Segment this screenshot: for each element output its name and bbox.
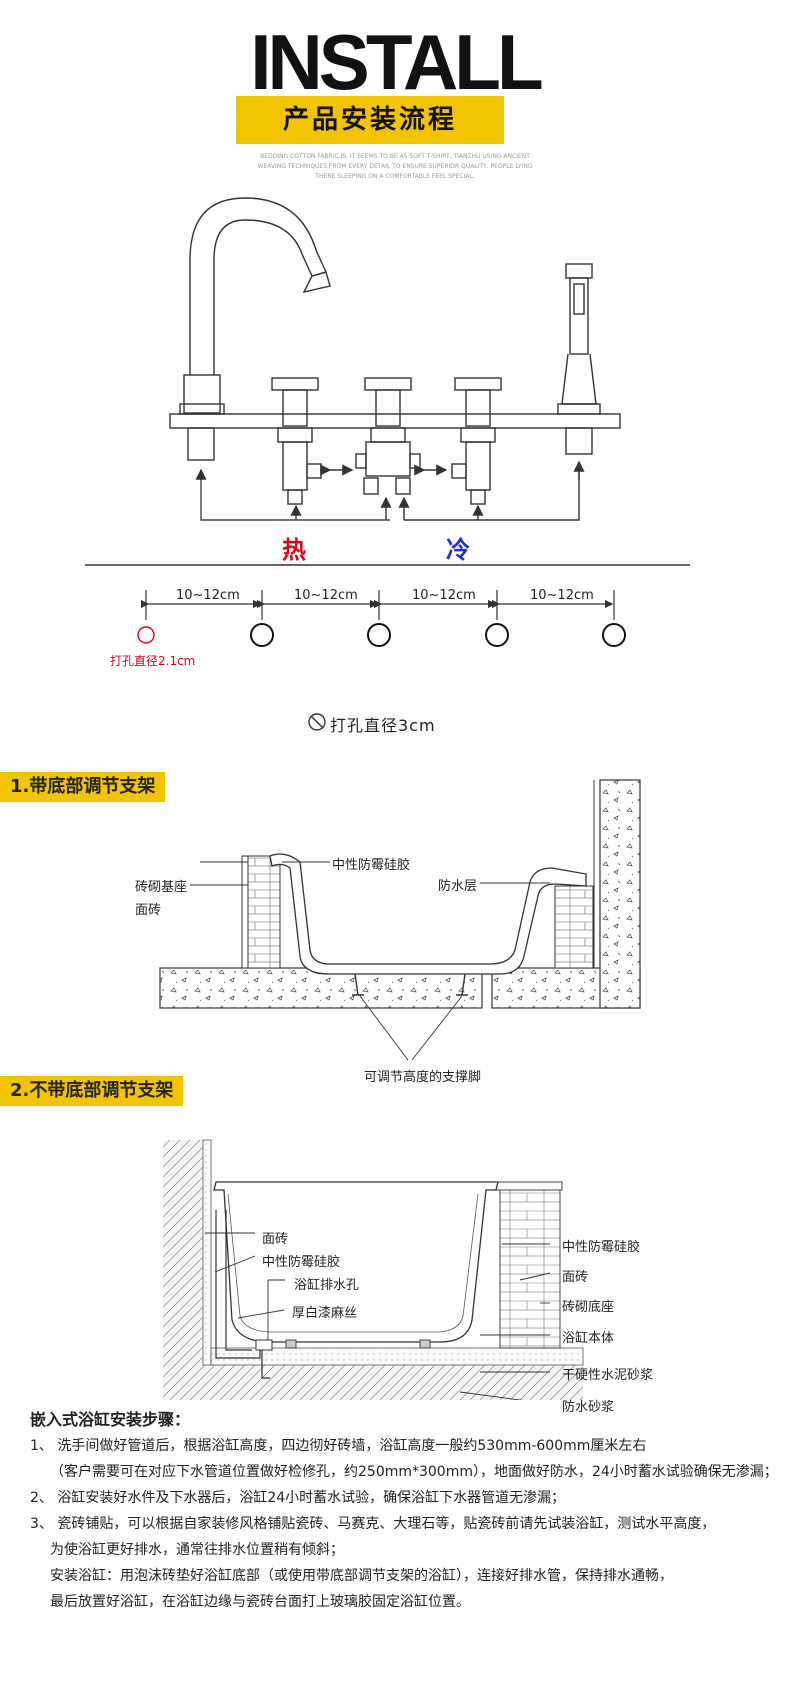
step-line: （客户需要可在对应下水管道位置做好检修孔，约250mm*300mm），地面做好防… [50, 1464, 778, 1480]
hole-diameter-note: 打孔直径3cm [330, 716, 436, 735]
hole-icon [250, 623, 274, 647]
fine-print-line: BEDDING COTTON FABRIC IS, IT SEEMS TO BE… [260, 153, 530, 160]
label-waterproof: 防水层 [438, 879, 478, 894]
hole-icon [602, 623, 626, 647]
step-line: 为使浴缸更好排水，通常往排水位置稍有倾斜； [50, 1542, 344, 1558]
spacing-label: 10~12cm [412, 588, 476, 603]
wall [599, 779, 641, 1009]
hole-spacing-diagram [85, 564, 690, 647]
label-brick-base: 砖砌底座 [562, 1300, 615, 1315]
label-support-feet: 可调节高度的支撑脚 [364, 1070, 482, 1085]
label-silicone-left: 中性防霉硅胶 [262, 1255, 341, 1270]
spout-icon [179, 197, 331, 461]
support-foot [352, 973, 364, 996]
step-line: 安装浴缸：用泡沫砖垫好浴缸底部（或使用带底部调节支架的浴缸），连接好排水管，保持… [50, 1568, 673, 1584]
label-tub-body: 浴缸本体 [562, 1331, 615, 1346]
floor-slab [159, 967, 483, 1009]
tub-without-support-diagram [163, 1139, 584, 1400]
steps-title: 嵌入式浴缸安装步骤： [30, 1410, 191, 1429]
step-line: 2、 浴缸安装好水件及下水器后，浴缸24小时蓄水试验，确保浴缸下水器管道无渗漏； [30, 1490, 566, 1506]
brick-base [247, 855, 281, 969]
label-hemp: 厚白漆麻丝 [292, 1306, 358, 1321]
label-mortar: 干硬性水泥砂浆 [562, 1368, 654, 1383]
hole-icon [367, 623, 391, 647]
label-tile-top: 面砖 [262, 1232, 289, 1247]
fine-print-line: WEAVING TECHNIQUES FROM EVERY DETAIL TO … [257, 163, 533, 170]
step-line: 1、 洗手间做好管道后，根据浴缸高度，四边彻好砖墙，浴缸高度一般约530mm-6… [30, 1438, 647, 1454]
label-brick-base: 砖砌基座 [135, 880, 188, 895]
spacing-label: 10~12cm [530, 588, 594, 603]
fine-print-line: THERE SLEEPING ON A COMFORTABLE FEEL SPE… [315, 173, 475, 180]
mixer-valve-icon [355, 377, 421, 495]
drain-hole [255, 1339, 273, 1351]
cold-valve-icon [451, 377, 502, 505]
step-line: 3、 瓷砖铺贴，可以根据自家装修风格铺贴瓷砖、马赛克、大理石等，贴瓷砖前请先试装… [30, 1516, 716, 1532]
bathtub-body [269, 853, 587, 975]
faucet-set-diagram [169, 197, 621, 521]
support-foot [456, 973, 468, 996]
step-line: 最后放置好浴缸，在浴缸边缘与瓷砖台面打上玻璃胶固定浴缸位置。 [50, 1594, 470, 1610]
floor [163, 1365, 583, 1400]
spacing-label: 10~12cm [294, 588, 358, 603]
subtitle-banner: 产品安装流程 [236, 96, 504, 144]
label-waterproof-mortar: 防水砂浆 [562, 1400, 615, 1415]
hole-diameter-icon [308, 713, 326, 731]
tub-with-support-diagram [159, 779, 641, 1061]
hand-shower-icon [557, 263, 601, 455]
label-tile-right: 面砖 [562, 1270, 589, 1285]
fine-print: BEDDING COTTON FABRIC IS, IT SEEMS TO BE… [180, 152, 610, 182]
mortar-bed [210, 1347, 584, 1366]
hot-valve-icon [271, 377, 322, 505]
bathtub-body [213, 1181, 499, 1343]
small-hole-icon [137, 626, 155, 644]
label-drain-hole: 浴缸排水孔 [294, 1278, 360, 1293]
section1-title: 1.带底部调节支架 [0, 772, 166, 802]
label-silicone: 中性防霉硅胶 [332, 858, 411, 873]
hot-label: 热 [282, 536, 306, 564]
small-hole-note: 打孔直径2.1cm [110, 654, 196, 668]
hole-icon [485, 623, 509, 647]
wall [163, 1140, 203, 1400]
spacing-label: 10~12cm [176, 588, 240, 603]
brick-base [554, 885, 594, 969]
section2-title: 2.不带底部调节支架 [0, 1076, 184, 1106]
label-tile: 面砖 [135, 903, 162, 918]
label-silicone-right: 中性防霉硅胶 [562, 1240, 641, 1255]
brick-base [499, 1189, 561, 1349]
install-title: INSTALL [250, 18, 544, 106]
cold-label: 冷 [446, 536, 470, 564]
